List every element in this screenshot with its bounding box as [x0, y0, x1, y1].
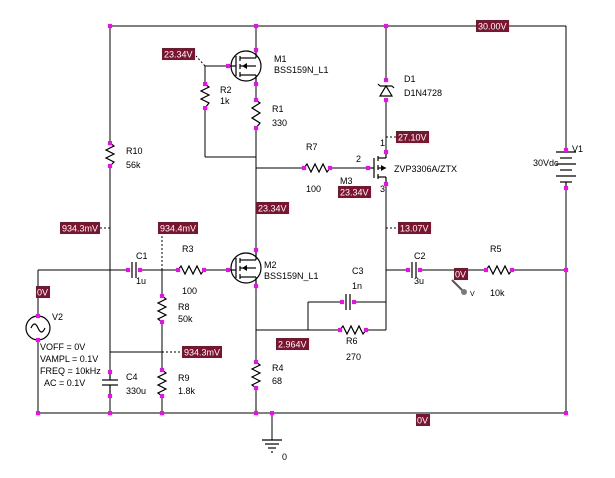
- voltage-label-output: 0V: [454, 268, 468, 280]
- pin-markers: [36, 24, 568, 415]
- r2-value: 1k: [220, 96, 230, 106]
- mosfet-m2[interactable]: [228, 250, 262, 286]
- resistor-r1[interactable]: [250, 99, 262, 129]
- c1-value: 1u: [136, 276, 146, 286]
- v2-param-voff: VOFF = 0V: [40, 342, 85, 352]
- mosfet-m3[interactable]: [368, 152, 387, 184]
- r10-value: 56k: [126, 160, 141, 170]
- r4-name: R4: [272, 363, 284, 373]
- ground-name: 0: [282, 452, 287, 462]
- m2-model: BSS159N_L1: [264, 271, 319, 281]
- v1-name: V1: [572, 144, 583, 154]
- voltage-label-m2-drain: 23.34V: [256, 202, 289, 214]
- voltage-label-input: 0V: [36, 286, 50, 298]
- resistor-r2[interactable]: [199, 83, 211, 109]
- mosfet-m1[interactable]: [228, 50, 262, 84]
- capacitor-c3[interactable]: [345, 294, 351, 310]
- resistor-r3[interactable]: [177, 264, 205, 276]
- r5-value: 10k: [490, 288, 505, 298]
- r6-value: 270: [346, 352, 361, 362]
- voltage-label-r10-bottom: 934.3mV: [60, 222, 100, 234]
- r2-name: R2: [220, 85, 232, 95]
- resistor-r8[interactable]: [156, 295, 168, 323]
- r8-name: R8: [178, 302, 190, 312]
- c3-name: C3: [352, 266, 364, 276]
- voltage-probe-icon[interactable]: [451, 279, 467, 295]
- r3-value: 100: [182, 286, 197, 296]
- voltage-label-m1-gate: 23.34V: [162, 48, 195, 60]
- svg-text:934.3mV: 934.3mV: [184, 348, 220, 358]
- ground-symbol[interactable]: [262, 439, 282, 453]
- voltage-label-bottom: 0V: [416, 414, 430, 426]
- capacitor-c2[interactable]: [411, 262, 417, 278]
- r10-name: R10: [126, 146, 143, 156]
- svg-text:27.10V: 27.10V: [398, 133, 427, 143]
- resistor-r6[interactable]: [339, 324, 367, 336]
- resistor-r7[interactable]: [303, 162, 331, 174]
- m3-pin2: 2: [356, 154, 361, 164]
- m2-name: M2: [264, 260, 277, 270]
- r4-value: 68: [272, 376, 282, 386]
- d1-name: D1: [404, 74, 416, 84]
- voltage-label-top: 30.00V: [476, 20, 509, 32]
- c1-name: C1: [136, 251, 148, 261]
- resistor-r4[interactable]: [250, 361, 262, 389]
- svg-text:934.4mV: 934.4mV: [160, 224, 196, 234]
- zener-d1[interactable]: [377, 83, 395, 97]
- resistor-r9[interactable]: [156, 369, 168, 397]
- svg-text:23.34V: 23.34V: [164, 50, 193, 60]
- v2-param-vampl: VAMPL = 0.1V: [40, 354, 98, 364]
- svg-text:2.964V: 2.964V: [278, 340, 307, 350]
- v2-param-ac: AC = 0.1V: [44, 378, 85, 388]
- c2-name: C2: [414, 251, 426, 261]
- v2-param-freq: FREQ = 10kHz: [40, 366, 101, 376]
- wires: [37, 25, 567, 440]
- resistor-r5[interactable]: [485, 264, 513, 276]
- capacitor-c4[interactable]: [102, 372, 118, 396]
- r8-value: 50k: [178, 314, 193, 324]
- r5-name: R5: [490, 244, 502, 254]
- v1-value: 30Vdc: [533, 158, 559, 168]
- capacitor-c1[interactable]: [131, 262, 137, 278]
- probe-label: V: [470, 291, 475, 298]
- v2-name: V2: [52, 312, 63, 322]
- ac-source-v2[interactable]: [25, 315, 51, 341]
- c4-name: C4: [126, 372, 138, 382]
- svg-text:23.34V: 23.34V: [258, 204, 287, 214]
- m3-model: ZVP3306A/ZTX: [394, 164, 457, 174]
- voltage-label-m3-source: 27.10V: [396, 131, 429, 143]
- m3-name: M3: [340, 176, 353, 186]
- voltage-label-m3-drain: 13.07V: [398, 222, 431, 234]
- r9-name: R9: [178, 373, 190, 383]
- svg-text:0V: 0V: [455, 270, 466, 280]
- m3-pin1: 1: [380, 138, 385, 148]
- r1-name: R1: [272, 104, 284, 114]
- svg-text:13.07V: 13.07V: [400, 224, 429, 234]
- r3-name: R3: [182, 244, 194, 254]
- resistor-r10[interactable]: [104, 142, 116, 167]
- c2-value: 3u: [414, 276, 424, 286]
- voltage-label-m3-gate: 23.34V: [338, 186, 371, 198]
- r9-value: 1.8k: [178, 386, 196, 396]
- svg-text:0V: 0V: [37, 288, 48, 298]
- svg-text:934.3mV: 934.3mV: [62, 224, 98, 234]
- m3-pin3: 3: [380, 184, 385, 194]
- voltage-label-m2-source: 2.964V: [276, 338, 309, 350]
- svg-text:0V: 0V: [417, 416, 428, 426]
- dc-source-v1[interactable]: [556, 151, 576, 188]
- r7-value: 100: [306, 184, 321, 194]
- r7-name: R7: [306, 142, 318, 152]
- m1-model: BSS159N_L1: [274, 65, 329, 75]
- voltage-label-m2-gate: 934.4mV: [158, 222, 198, 234]
- c4-value: 330u: [126, 386, 146, 396]
- voltage-label-c4-node: 934.3mV: [182, 346, 222, 358]
- r6-name: R6: [346, 336, 358, 346]
- c3-value: 1n: [352, 281, 362, 291]
- svg-text:23.34V: 23.34V: [340, 188, 369, 198]
- d1-model: D1N4728: [404, 88, 442, 98]
- svg-text:30.00V: 30.00V: [478, 22, 507, 32]
- m1-name: M1: [274, 54, 287, 64]
- r1-value: 330: [272, 118, 287, 128]
